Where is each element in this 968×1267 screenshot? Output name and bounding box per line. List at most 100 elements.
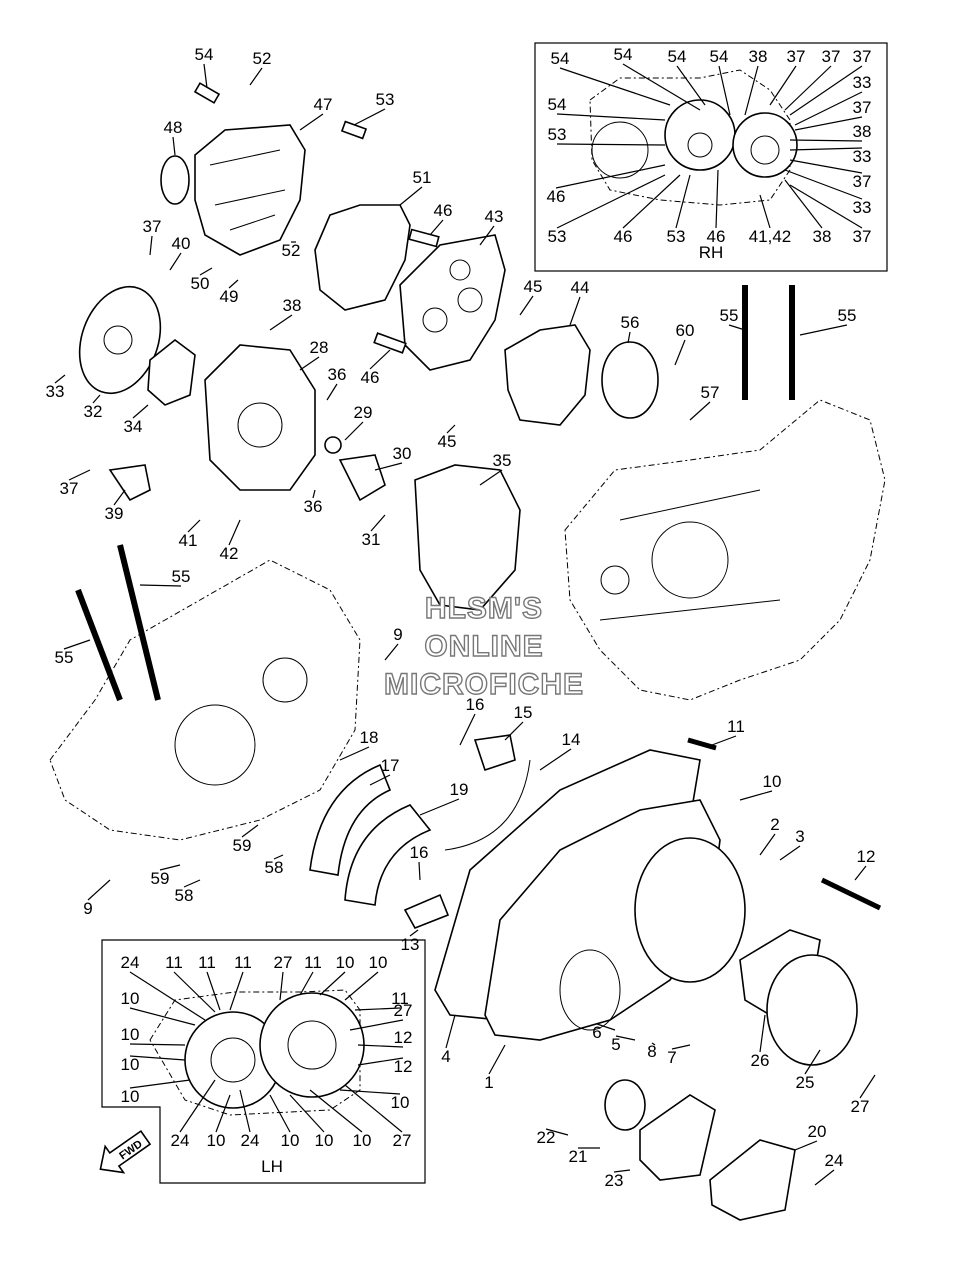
plate-32-hub	[103, 325, 133, 355]
callout-31: 30	[393, 444, 412, 463]
inset-lh-label-20: 10	[281, 1131, 300, 1150]
callout-leader-34	[228, 519, 241, 546]
callout-leader-21	[132, 404, 149, 419]
callout-leader-16	[674, 339, 686, 366]
cover-43-port-3	[449, 259, 471, 281]
bracket-15	[473, 734, 516, 772]
inset-rh-label-3: 54	[710, 47, 729, 66]
inset-lh-label-22: 10	[353, 1131, 372, 1150]
inset-lh-label-1: 11	[165, 953, 183, 972]
inset-lh-label-4: 27	[274, 953, 293, 972]
bolt-54-top	[193, 82, 221, 104]
fwd-arrow: FWD	[99, 1129, 152, 1174]
callout-leader-1	[249, 67, 263, 86]
callout-30: 39	[105, 504, 124, 523]
o-ring-56	[601, 341, 659, 419]
callout-17: 55	[720, 306, 739, 325]
bracket-30	[338, 454, 386, 502]
inset-rh-engine-outline	[589, 69, 791, 206]
inset-lh-label-leader-4	[279, 971, 284, 1001]
callout-leader-9	[169, 252, 182, 271]
inset-lh-label-leader-19	[239, 1089, 251, 1133]
inset-rh-label-leader-17	[622, 174, 681, 229]
callout-leader-33	[187, 519, 201, 533]
inset-lh-clutch-hub	[210, 1037, 256, 1083]
callout-6: 46	[434, 201, 453, 220]
callout-leader-43	[711, 735, 737, 746]
callout-leader-47	[739, 790, 773, 801]
callout-57: 13	[401, 935, 420, 954]
callout-5: 51	[413, 168, 432, 187]
callout-leader-63	[759, 1014, 766, 1053]
callout-leader-29	[68, 469, 91, 481]
callout-leader-26	[369, 349, 391, 370]
callout-leader-64	[488, 1044, 506, 1075]
callout-35: 31	[362, 530, 381, 549]
callout-leader-69	[613, 1169, 631, 1173]
inset-rh-label-leader-15	[789, 159, 863, 174]
callout-25: 29	[354, 403, 373, 422]
inset-lh-label-5: 11	[304, 953, 322, 972]
inset-lh-label-14: 12	[394, 1057, 413, 1076]
callout-27: 57	[701, 383, 720, 402]
inset-rh-label-leader-11	[794, 116, 863, 131]
inset-lh-label-15: 10	[121, 1087, 140, 1106]
callout-leader-60	[615, 1035, 636, 1041]
callout-leader-24	[326, 383, 338, 401]
gasket-35	[414, 464, 521, 611]
callout-leader-38	[63, 639, 91, 650]
inset-lh-label-0: 24	[121, 953, 140, 972]
inset-rh-cover-right	[732, 112, 798, 178]
callout-40: 16	[466, 695, 485, 714]
cover-47-ribs	[209, 149, 286, 231]
callout-65: 25	[796, 1073, 815, 1092]
inset-rh-label-19: 46	[707, 227, 726, 246]
inset-rh-cover-left-hub	[687, 132, 713, 158]
inset-lh-label-leader-23	[344, 1084, 403, 1133]
callout-4: 48	[164, 118, 183, 137]
inset-lh-label-leader-8	[354, 1007, 401, 1011]
inset-rh-cover-right-hub	[750, 135, 780, 165]
callout-leader-51	[273, 854, 284, 860]
inset-lh-label-19: 24	[241, 1131, 260, 1150]
inset-rh-label-leader-9	[794, 91, 863, 126]
callout-leader-6	[429, 219, 444, 236]
inset-rh-label-22: 37	[853, 227, 872, 246]
inset-rh-label-leader-3	[718, 65, 731, 116]
inset-lh-label-leader-16	[339, 1089, 401, 1095]
inset-lh-label-leader-11	[129, 1043, 186, 1046]
inset-rh-label-4: 38	[749, 47, 768, 66]
callout-63: 26	[751, 1051, 770, 1070]
callout-leader-49	[779, 845, 801, 861]
callout-62: 7	[667, 1048, 676, 1067]
callout-leader-66	[859, 1074, 876, 1099]
inset-rh-label-21: 38	[813, 227, 832, 246]
inset-rh-gear	[591, 121, 649, 179]
callout-leader-39	[384, 643, 399, 661]
callout-26: 46	[361, 368, 380, 387]
inset-lh-caption: LH	[261, 1157, 283, 1176]
cover-43-port-1	[422, 307, 448, 333]
callout-24: 36	[328, 365, 347, 384]
watermark-line-3: MICROFICHE	[384, 668, 584, 701]
callout-42: 14	[562, 730, 581, 749]
callout-29: 37	[60, 479, 79, 498]
callout-38: 55	[55, 648, 74, 667]
callout-32: 36	[304, 497, 323, 516]
callout-leader-62	[671, 1044, 691, 1050]
inset-rh-label-23: 33	[853, 198, 872, 217]
inset-rh-label-leader-7	[789, 65, 863, 116]
callout-leader-27	[689, 401, 711, 421]
callout-64: 1	[484, 1073, 493, 1092]
callout-leader-50	[241, 824, 259, 838]
callout-7: 43	[485, 207, 504, 226]
bolt-46-a	[408, 228, 440, 248]
callout-23: 28	[310, 338, 329, 357]
housing-28	[204, 344, 316, 491]
crankcase-right-bore-2	[600, 565, 630, 595]
cover-47	[160, 82, 368, 256]
callout-59: 6	[592, 1023, 601, 1042]
inset-rh-label-leader-0	[559, 67, 671, 106]
callout-leader-42	[539, 748, 572, 771]
crankcase-right-webs	[599, 489, 781, 621]
